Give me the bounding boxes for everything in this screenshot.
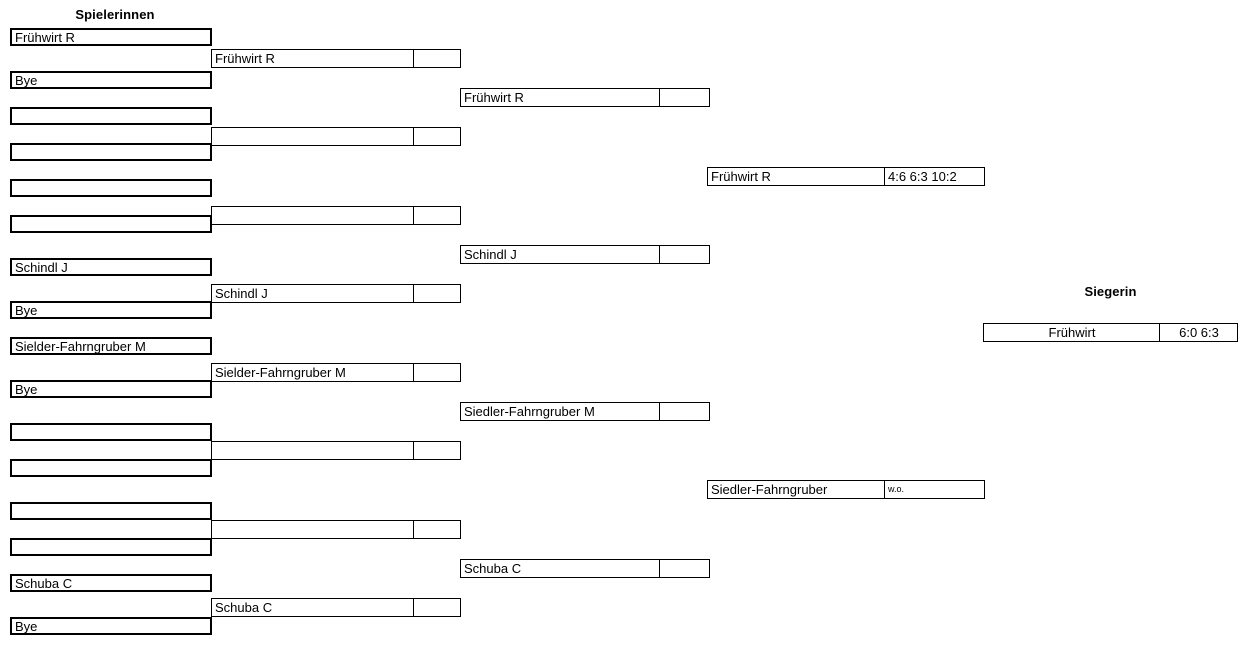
match-score xyxy=(413,128,460,145)
player-name xyxy=(12,217,210,231)
match-box-r1-11[interactable] xyxy=(10,423,212,441)
player-name: Schindl J xyxy=(15,260,68,274)
match-box-r1-10[interactable]: Bye xyxy=(10,380,212,398)
player-name xyxy=(212,128,413,145)
match-box-r3-1[interactable]: Frühwirt R xyxy=(460,88,710,107)
match-score xyxy=(413,521,460,538)
player-name: Frühwirt R xyxy=(15,30,75,44)
player-name: Bye xyxy=(15,73,38,87)
winner-column-heading: Siegerin xyxy=(1084,284,1137,299)
match-box-r1-13[interactable] xyxy=(10,502,212,520)
match-box-r1-4[interactable] xyxy=(10,143,212,161)
player-name: Sielder-Fahrngruber M xyxy=(15,339,146,353)
match-box-r1-7[interactable]: Schindl J xyxy=(10,258,212,276)
match-box-r1-2[interactable]: Bye xyxy=(10,71,212,89)
match-box-r1-15[interactable]: Schuba C xyxy=(10,574,212,592)
match-box-r1-3[interactable] xyxy=(10,107,212,125)
match-box-r1-14[interactable] xyxy=(10,538,212,556)
player-name xyxy=(212,207,413,224)
match-score xyxy=(659,89,709,106)
match-box-r2-8[interactable]: Schuba C xyxy=(211,598,461,617)
match-box-final-winner[interactable]: Frühwirt 6:0 6:3 xyxy=(983,323,1238,342)
player-name: Frühwirt R xyxy=(215,51,275,66)
players-column-heading: Spielerinnen xyxy=(75,7,155,22)
player-name: Siedler-Fahrngruber xyxy=(711,482,828,497)
player-name xyxy=(12,145,210,159)
match-box-r2-4[interactable]: Schindl J xyxy=(211,284,461,303)
match-box-r1-1[interactable]: Frühwirt R xyxy=(10,28,212,46)
player-name: Siedler-Fahrngruber M xyxy=(464,404,595,419)
player-name xyxy=(212,442,413,459)
match-box-r2-6[interactable] xyxy=(211,441,461,460)
player-name: Frühwirt R xyxy=(711,169,771,184)
match-box-r2-2[interactable] xyxy=(211,127,461,146)
match-score: 4:6 6:3 10:2 xyxy=(884,168,984,185)
player-name: Bye xyxy=(15,382,38,396)
player-name: Sielder-Fahrngruber M xyxy=(215,365,346,380)
player-name xyxy=(12,425,210,439)
match-box-r3-4[interactable]: Schuba C xyxy=(460,559,710,578)
match-box-r2-7[interactable] xyxy=(211,520,461,539)
match-box-r3-2[interactable]: Schindl J xyxy=(460,245,710,264)
match-box-r1-12[interactable] xyxy=(10,459,212,477)
player-name: Bye xyxy=(15,619,38,633)
match-box-r4-2[interactable]: Siedler-Fahrngruber w.o. xyxy=(707,480,985,499)
player-name xyxy=(12,504,210,518)
match-score xyxy=(659,246,709,263)
match-score: 6:0 6:3 xyxy=(1159,324,1237,341)
player-name: Schindl J xyxy=(464,247,517,262)
match-score: w.o. xyxy=(884,481,984,498)
player-name: Frühwirt R xyxy=(464,90,524,105)
player-name xyxy=(12,109,210,123)
match-score xyxy=(659,560,709,577)
match-box-r3-3[interactable]: Siedler-Fahrngruber M xyxy=(460,402,710,421)
match-box-r2-5[interactable]: Sielder-Fahrngruber M xyxy=(211,363,461,382)
match-box-r1-16[interactable]: Bye xyxy=(10,617,212,635)
match-score xyxy=(413,50,460,67)
match-score xyxy=(413,285,460,302)
player-name xyxy=(212,521,413,538)
player-name xyxy=(12,540,210,554)
match-box-r1-5[interactable] xyxy=(10,179,212,197)
match-box-r1-8[interactable]: Bye xyxy=(10,301,212,319)
match-box-r1-9[interactable]: Sielder-Fahrngruber M xyxy=(10,337,212,355)
player-name: Frühwirt xyxy=(1048,325,1096,340)
match-score xyxy=(413,364,460,381)
match-score xyxy=(413,207,460,224)
player-name: Schuba C xyxy=(464,561,522,576)
player-name: Schuba C xyxy=(215,600,273,615)
match-score xyxy=(413,442,460,459)
match-score xyxy=(413,599,460,616)
match-box-r4-1[interactable]: Frühwirt R 4:6 6:3 10:2 xyxy=(707,167,985,186)
match-score xyxy=(659,403,709,420)
match-box-r2-1[interactable]: Frühwirt R xyxy=(211,49,461,68)
player-name xyxy=(12,461,210,475)
match-box-r1-6[interactable] xyxy=(10,215,212,233)
player-name: Bye xyxy=(15,303,38,317)
match-box-r2-3[interactable] xyxy=(211,206,461,225)
player-name: Schindl J xyxy=(215,286,268,301)
player-name: Schuba C xyxy=(15,576,73,590)
player-name xyxy=(12,181,210,195)
